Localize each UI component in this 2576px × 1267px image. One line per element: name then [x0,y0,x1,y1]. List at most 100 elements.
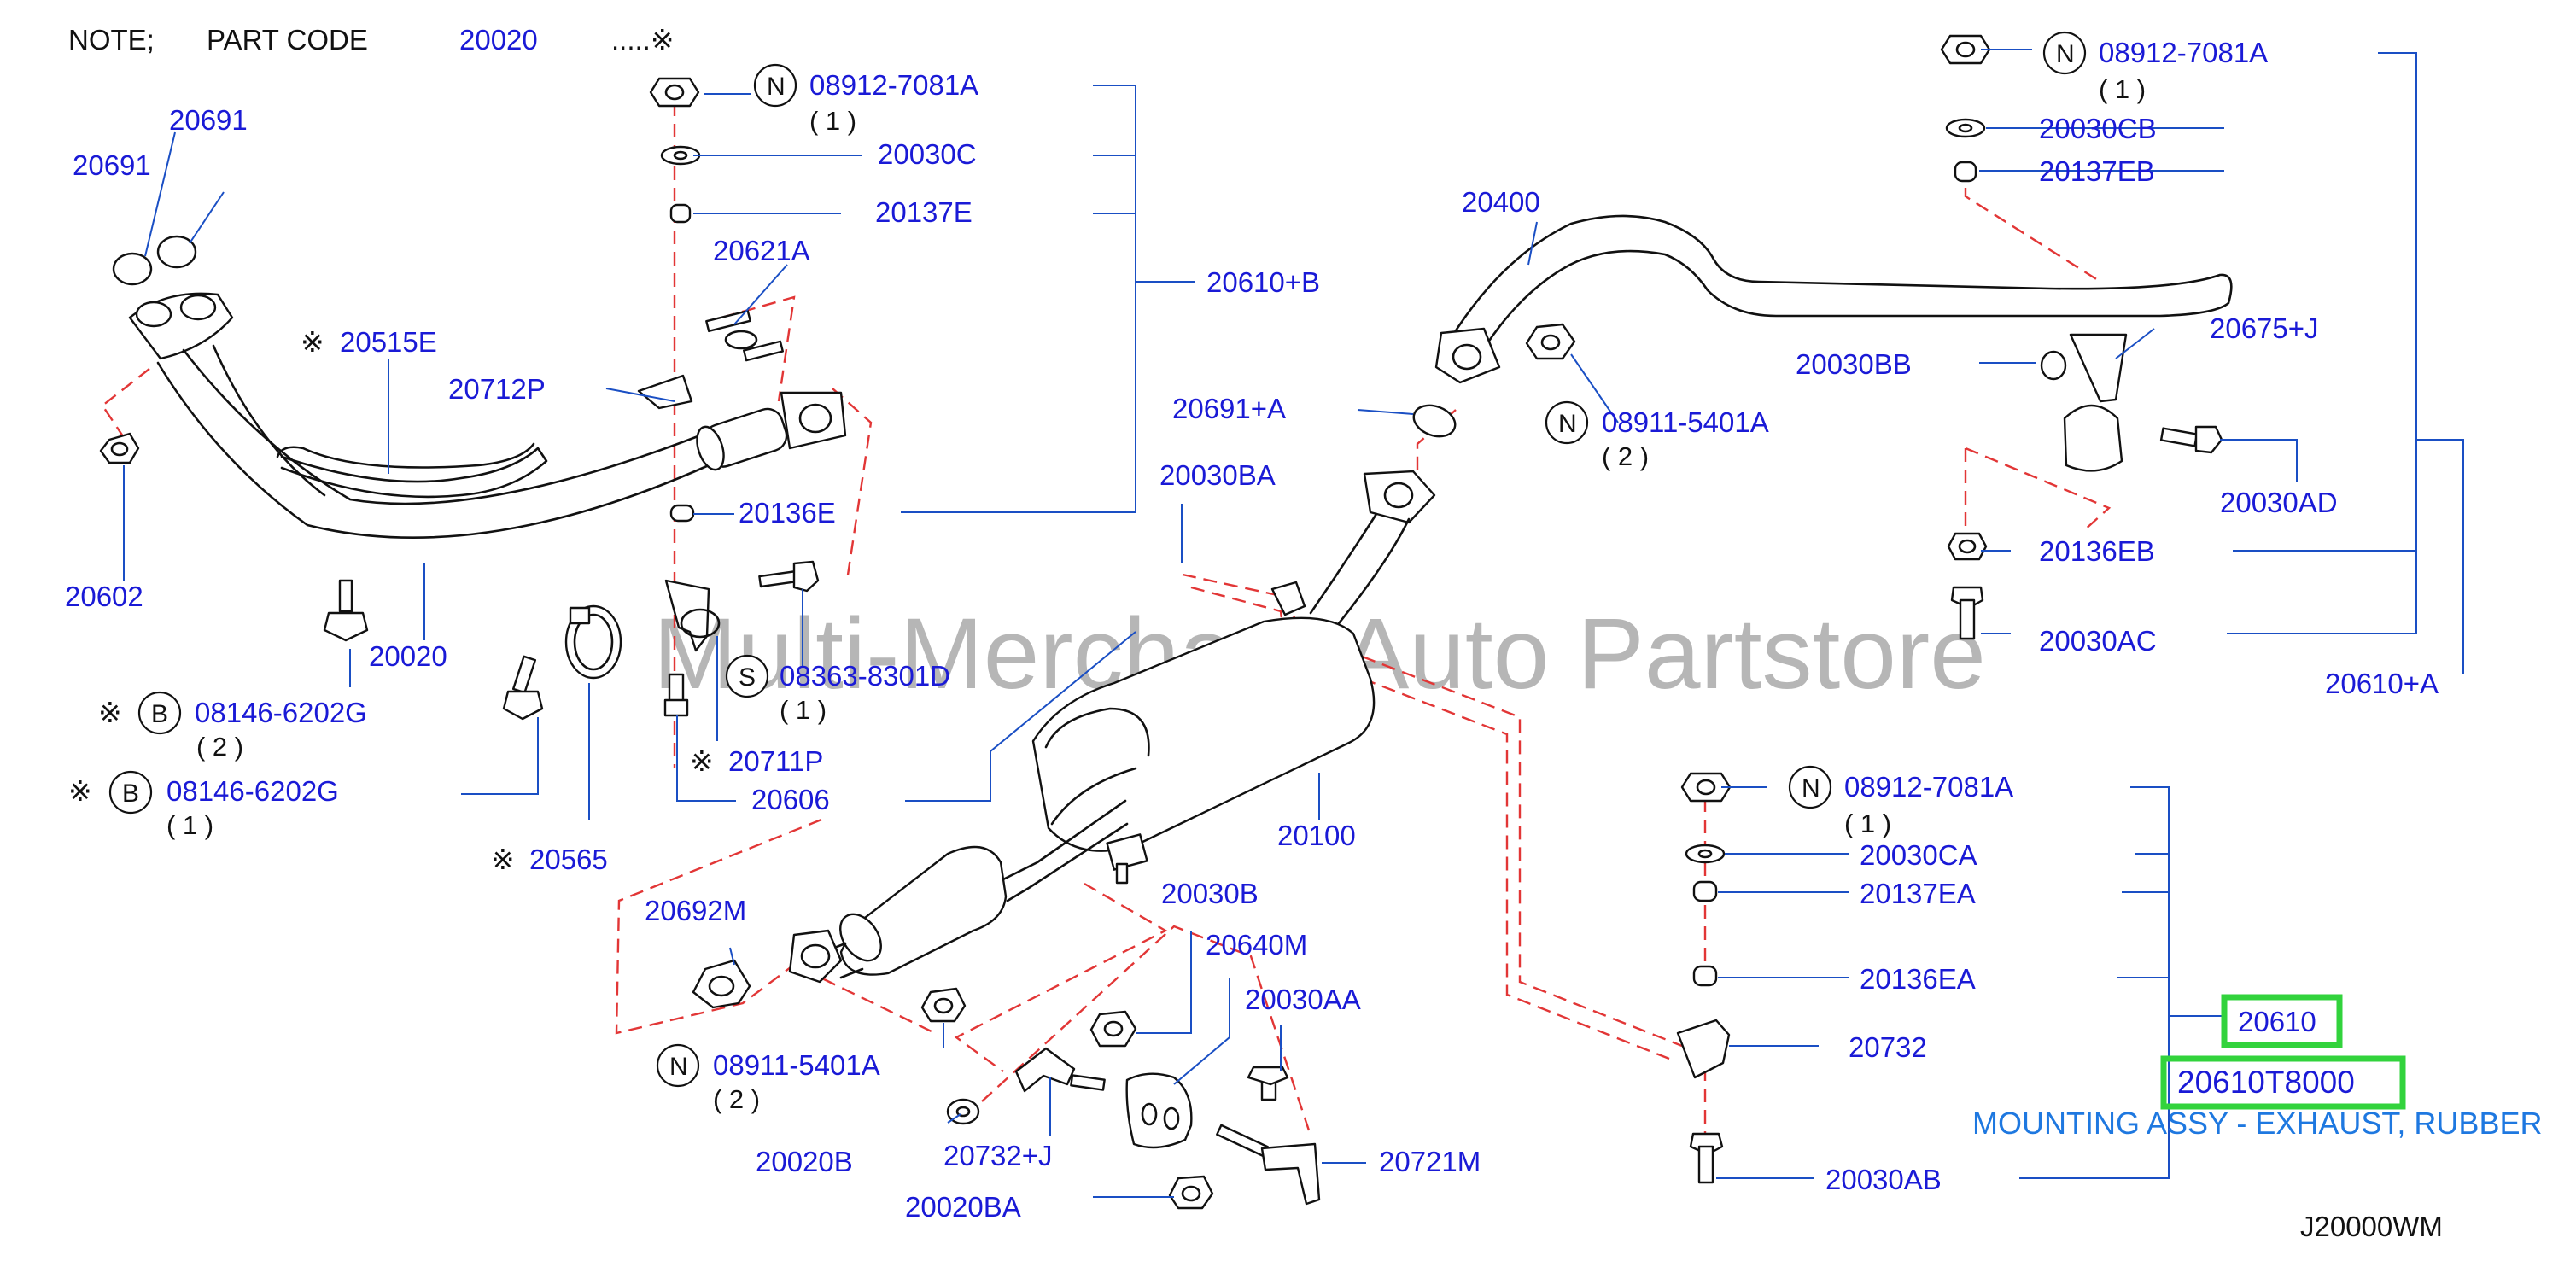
guide-center-hanger [954,882,1168,1072]
bolt-08146-front [323,579,369,642]
nut-20136EB [1947,532,1988,561]
gasket-20691-left [112,252,153,286]
nut-08911-center [1525,323,1576,360]
label-20602: 20602 [65,581,143,612]
label-20137EA: 20137EA [1860,878,1976,909]
hanger-bracket-20711P [664,579,721,652]
rear-hanger-20675J [2040,333,2128,472]
label-20621A: 20621A [713,235,810,266]
label-20030CB: 20030CB [2039,113,2157,144]
front-mount-stack [649,77,701,523]
qty-08912-a: ( 1 ) [809,106,856,136]
leader-lines [123,49,2464,1198]
heat-shield-20712P [637,374,693,410]
label-08912-7081A-b: 08912-7081A [2099,37,2268,68]
circle-letter: N [669,1053,688,1081]
muffler-hanger-stud [1106,833,1148,885]
asterisk-marks: ※ ※ ※ ※ ※ [68,326,714,875]
muffler-inlet-pipe [1270,470,1436,634]
circle-letter: B [122,779,139,808]
label-08912-7081A-c: 08912-7081A [1844,771,2013,803]
circled-markers: N B B S N N N N [108,31,2087,1088]
label-08363-8301D: 08363-8301D [780,660,950,692]
bolt-20030AA [1247,1066,1289,1101]
label-20136EB: 20136EB [2039,535,2155,567]
nut-20030B [1089,1010,1137,1048]
label-20640M: 20640M [1206,929,1307,960]
part-labels: 20691 20691 20515E 20712P 20621A 20602 2… [65,37,2439,1223]
highlight-callouts[interactable]: 20610 20610T8000 MOUNTING ASSY - EXHAUST… [1972,994,2542,1141]
label-20610-A: 20610+A [2325,668,2439,699]
label-20030B: 20030B [1161,878,1259,909]
label-20020BA: 20020BA [905,1191,1021,1223]
guide-rear-hanger-b [1190,586,1670,1060]
label-20030AB: 20030AB [1825,1164,1942,1195]
qty-08911-a: ( 2 ) [1602,441,1649,471]
circle-n-08912a [753,63,797,108]
qty-08911-b: ( 2 ) [713,1084,760,1114]
label-20137EB: 20137EB [2039,155,2155,187]
label-20721M: 20721M [1379,1146,1481,1177]
label-08146-6202G-b: 08146-6202G [166,775,339,807]
circle-n-08912b [2042,31,2087,75]
label-08912-7081A-a: 08912-7081A [809,69,978,101]
quantity-labels: ( 1 ) ( 2 ) ( 1 ) ( 1 ) ( 2 ) ( 2 ) ( 1 … [166,74,2146,1114]
guide-rear-hanger-a [1182,573,1683,1048]
label-20691-A: 20691+A [1172,393,1286,424]
guide-gasket [101,368,150,445]
label-08146-6202G-a: 08146-6202G [195,697,367,728]
label-20030AD: 20030AD [2220,487,2338,518]
label-20030C: 20030C [878,138,977,170]
stud-20606 [663,673,689,717]
circle-letter: N [1558,410,1577,438]
circle-b-08146a [137,691,182,735]
spring-bolts-20621A [705,309,784,362]
circle-letter: N [2056,40,2075,68]
mount-assy-stack [1676,772,1732,1184]
clamp-20565 [564,604,622,680]
label-20691-left: 20691 [73,149,151,181]
qty-08912-b: ( 1 ) [2099,74,2146,104]
gasket-20692M [692,959,751,1009]
guide-flange-bolt [832,388,873,581]
highlight-group-20610[interactable]: 20610 [2238,1006,2316,1037]
label-20030CA: 20030CA [1860,839,1977,871]
bolt-20030AD [2159,425,2223,454]
guide-rear-bottom [1964,447,2112,534]
circle-n-08911b [656,1043,700,1088]
label-20136EA: 20136EA [1860,963,1976,995]
bolt-08146-clamp [502,655,544,721]
diagram-code: J20000WM [2300,1211,2443,1242]
label-20732: 20732 [1849,1031,1927,1063]
asterisk-08146a: ※ [98,697,122,728]
label-20606: 20606 [751,784,830,815]
highlight-part-number[interactable]: 20610T8000 [2177,1065,2355,1100]
nut-08911-rear [920,987,967,1023]
label-20692M: 20692M [645,895,746,926]
note-header: NOTE; PART CODE 20020 .....※ [68,24,675,55]
bracket-20721M [1216,1124,1321,1206]
note-prefix: NOTE; [68,24,155,55]
circle-letter: N [1802,774,1820,803]
guide-center-gasket [1416,409,1457,482]
circle-s-08363 [725,654,769,698]
circle-letter: S [739,663,756,692]
label-20610-B: 20610+B [1206,266,1320,298]
center-pipe-20400 [1434,214,2233,384]
tail-pipe-sub-muffler [788,799,1129,984]
catalyst-flange [696,391,847,471]
note-part-code: 20020 [459,24,538,55]
label-20712P: 20712P [448,373,546,405]
hanger-rubber-20640M [1125,1072,1193,1149]
circle-letter: N [767,73,786,101]
label-20020B: 20020B [756,1146,853,1177]
main-muffler-20100 [1031,616,1376,852]
highlight-box-20610T8000 [2160,1055,2406,1110]
rear-mount-stack [1940,34,1991,183]
nut-20602 [99,432,140,464]
label-20400: 20400 [1462,186,1540,218]
label-20675-J: 20675+J [2210,312,2319,344]
nut-20020BA [1168,1175,1214,1210]
gasket-20691-right [156,235,197,269]
qty-08146-b: ( 1 ) [166,810,213,840]
